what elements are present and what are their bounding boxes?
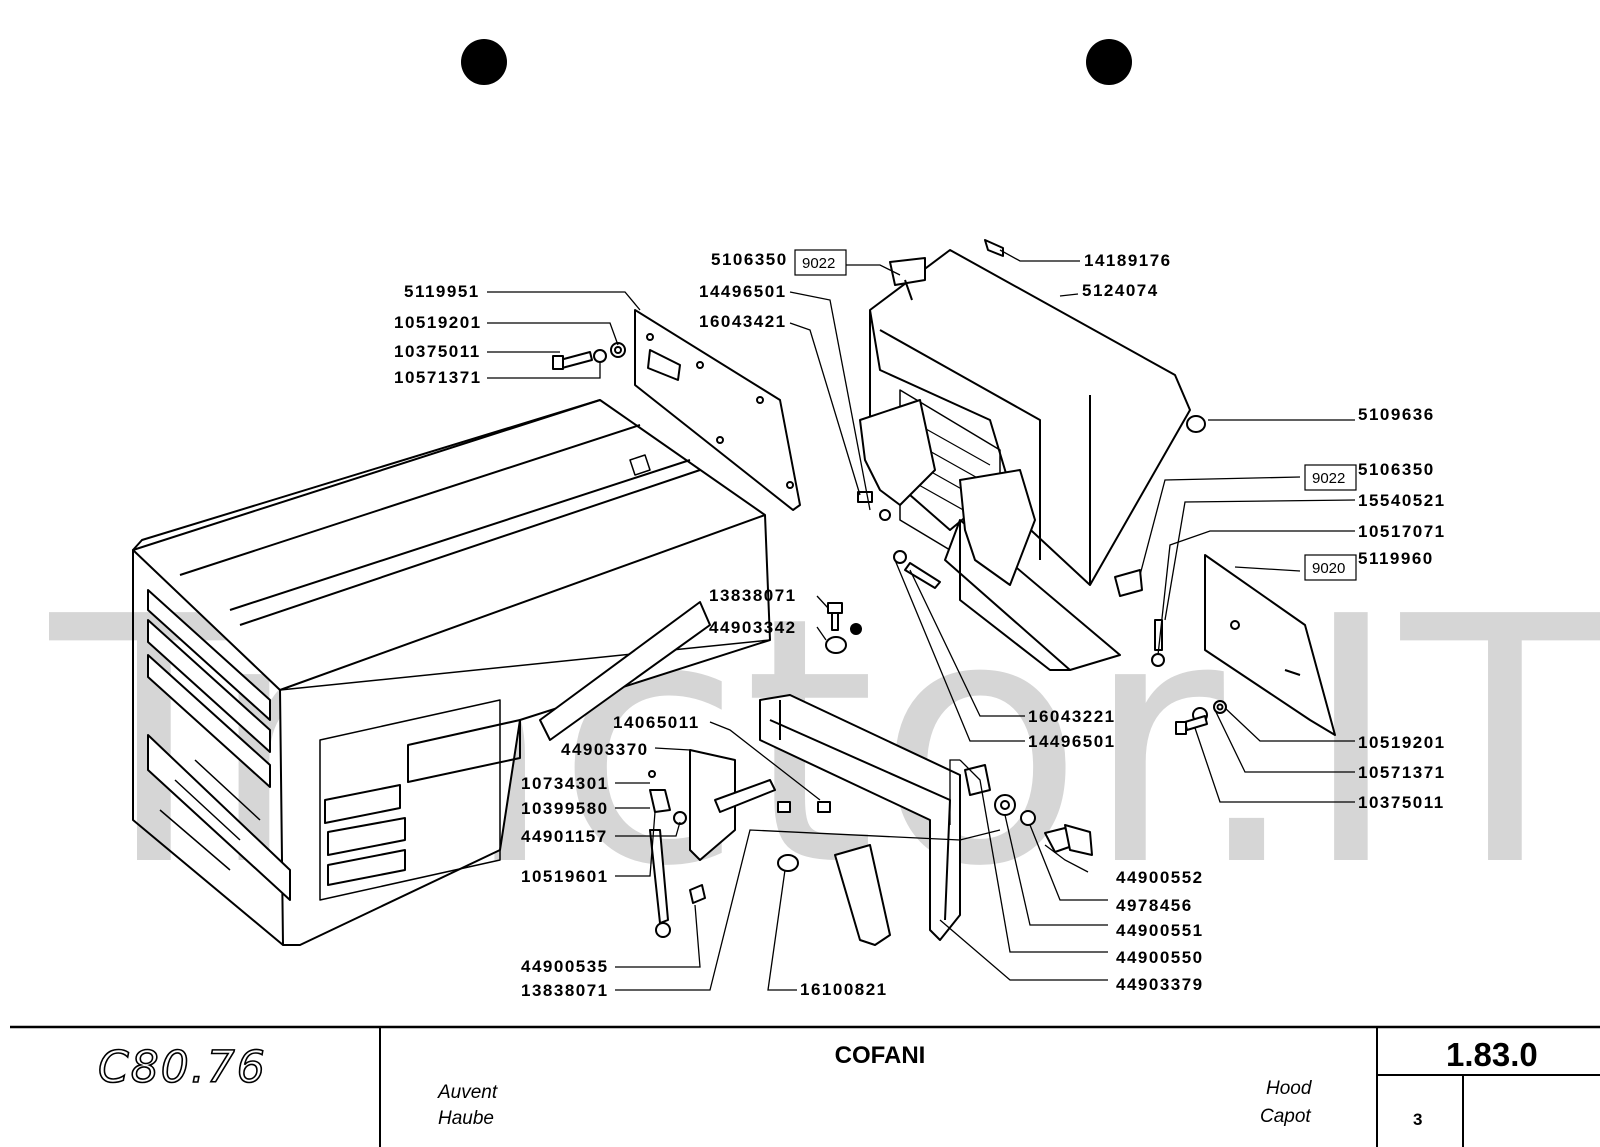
part-label: 10519201 [1358, 733, 1446, 752]
part-label: 5119951 [404, 282, 480, 301]
leader-lines [487, 249, 1356, 991]
part-label: 10734301 [521, 774, 609, 793]
part-label: 44903370 [561, 740, 649, 759]
code-9022-right: 9022 [1312, 470, 1345, 487]
page-title: COFANI [834, 1042, 926, 1069]
part-label: 44900552 [1116, 868, 1204, 887]
part-label: 14496501 [1028, 732, 1116, 751]
title-block: C80.76 COFANI Auvent Haube Hood Capot 1.… [0, 1024, 1600, 1147]
part-label: 5124074 [1082, 281, 1159, 300]
title-french-right: Capot [1260, 1106, 1311, 1127]
part-label: 44903379 [1116, 975, 1204, 994]
part-label: 14496501 [699, 282, 787, 301]
part-label: 13838071 [521, 981, 609, 1000]
part-label: 16043221 [1028, 707, 1116, 726]
part-label: 14189176 [1084, 251, 1172, 270]
part-label: 16043421 [699, 312, 787, 331]
page-code: 1.83.0 [1446, 1036, 1538, 1073]
part-label: 14065011 [613, 713, 700, 732]
sheet-number: 3 [1413, 1110, 1423, 1129]
part-label: 44901157 [521, 827, 608, 846]
model-logo: C80.76 [97, 1041, 267, 1094]
part-label: 10375011 [394, 342, 481, 361]
part-label: 16100821 [800, 980, 888, 999]
boxed-codes [794, 249, 1357, 581]
part-label: 5109636 [1358, 405, 1435, 424]
part-label: 10519601 [521, 867, 609, 886]
title-french: Auvent [438, 1082, 498, 1103]
part-label: 10571371 [394, 368, 482, 387]
box-9020 [1304, 554, 1357, 581]
part-label: 5106350 [1358, 460, 1435, 479]
part-label: 10519201 [394, 313, 482, 332]
part-label: 13838071 [709, 586, 797, 605]
part-number-labels: 5106350 14189176 5124074 14496501 160434… [394, 250, 1446, 1000]
punch-hole-right [1086, 39, 1132, 85]
part-label: 10399580 [521, 799, 609, 818]
registration-dot [850, 623, 862, 635]
part-label: 44903342 [709, 618, 797, 637]
title-german: Haube [438, 1108, 494, 1129]
code-9020: 9020 [1312, 560, 1345, 577]
part-label: 5119960 [1358, 549, 1434, 568]
punch-hole-left [461, 39, 507, 85]
part-label: 10517071 [1358, 522, 1446, 541]
title-english: Hood [1266, 1078, 1312, 1099]
code-9022-top: 9022 [802, 255, 835, 272]
part-label: 5106350 [711, 250, 788, 269]
part-label: 44900550 [1116, 948, 1204, 967]
box-9022-right [1304, 464, 1357, 491]
part-label: 10375011 [1358, 793, 1445, 812]
part-label: 44900535 [521, 957, 609, 976]
box-9022-top [794, 249, 847, 276]
hood-assembly-drawing [132, 239, 1336, 946]
part-label: 15540521 [1358, 491, 1446, 510]
footer-frame [10, 1025, 1600, 1147]
part-label: 44900551 [1116, 921, 1204, 940]
part-label: 10571371 [1358, 763, 1446, 782]
part-label: 4978456 [1116, 896, 1193, 915]
